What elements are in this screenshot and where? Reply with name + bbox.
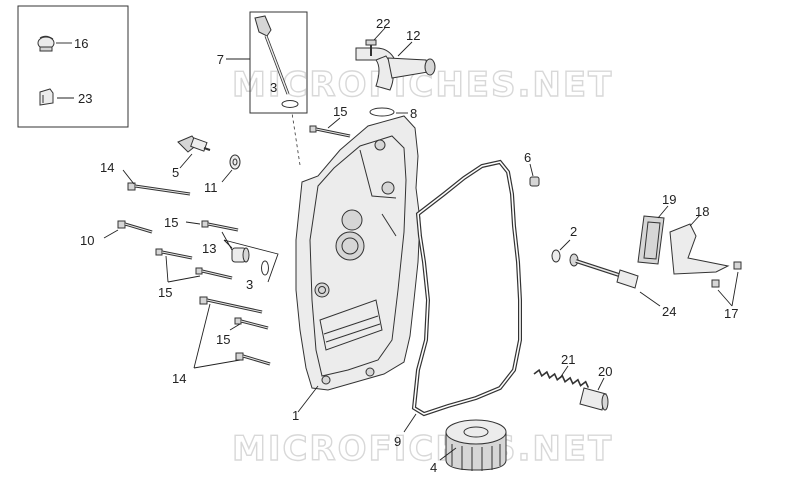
callout-3-top: 3	[270, 80, 277, 95]
callout-19: 19	[662, 192, 676, 207]
part-6-plug	[529, 176, 540, 187]
part-3-o-ring-side	[261, 260, 269, 276]
part-14-bolt-lower-b	[235, 352, 271, 366]
leader-12	[397, 41, 413, 57]
leader-14-lower	[193, 303, 241, 369]
part-10-bolt	[117, 220, 153, 234]
part-2-washer	[551, 249, 561, 263]
callout-8: 8	[410, 106, 417, 121]
leader-9	[403, 413, 417, 433]
leader-5	[179, 153, 193, 169]
leader-11	[221, 169, 233, 183]
dipstick-box	[249, 11, 308, 114]
callout-15-d: 15	[216, 332, 230, 347]
part-11-washer	[229, 154, 241, 170]
callout-12: 12	[406, 28, 420, 43]
callout-20: 20	[598, 364, 612, 379]
bolt-group	[117, 125, 351, 366]
part-13-plug	[231, 247, 250, 263]
part-9-gasket	[411, 159, 522, 417]
leader-13	[221, 231, 233, 251]
callout-23: 23	[78, 91, 92, 106]
part-15-bolt-c	[195, 267, 233, 280]
leader-4	[439, 447, 457, 461]
leader-6	[529, 163, 534, 177]
part-19-seal	[637, 215, 665, 265]
callout-2: 2	[570, 224, 577, 239]
leader-21	[559, 365, 569, 379]
part-18-cover	[669, 223, 730, 275]
callout-11: 11	[204, 180, 218, 195]
part-17-screws	[711, 261, 742, 288]
part-21-spring	[533, 368, 590, 388]
callout-3-side: 3	[246, 277, 253, 292]
leader-2	[559, 239, 571, 251]
leader-22	[373, 27, 386, 41]
part-15-bolt-top	[309, 125, 351, 138]
part-24-shaft	[569, 253, 639, 289]
dashed-guide-7	[291, 112, 301, 166]
part-16-clamp	[37, 35, 55, 52]
part-4-oil-filter	[445, 419, 507, 471]
callout-15-top: 15	[333, 104, 347, 119]
part-15-bolt-a	[201, 220, 239, 232]
callout-13: 13	[202, 241, 216, 256]
callout-17: 17	[724, 306, 738, 321]
part-3-o-ring-top	[281, 100, 299, 108]
part-7-dipstick	[254, 15, 290, 95]
callout-14-upper: 14	[100, 160, 114, 175]
part-1-clutch-cover	[295, 115, 421, 391]
callout-18: 18	[695, 204, 709, 219]
leader-17	[717, 271, 739, 307]
inset-box	[17, 5, 129, 128]
leader-15-top	[327, 117, 341, 129]
part-14-bolt-lower-a	[199, 296, 263, 314]
callout-10: 10	[80, 233, 94, 248]
watermark-bottom: MICROFICHES.NET	[232, 429, 613, 469]
bracket-13-3	[223, 239, 279, 283]
leader-15-d	[229, 323, 241, 331]
callout-16: 16	[74, 36, 88, 51]
callout-4: 4	[430, 460, 437, 475]
leader-19	[657, 205, 669, 219]
part-8-o-ring	[369, 107, 395, 117]
callout-15-bc: 15	[158, 285, 172, 300]
leader-15-a	[185, 221, 201, 225]
part-20-plug	[579, 387, 609, 411]
part-23-clip	[39, 88, 54, 106]
leader-18	[689, 214, 701, 227]
callout-5: 5	[172, 165, 179, 180]
part-22-screw	[365, 39, 377, 56]
part-5-oil-pressure-sensor	[177, 135, 211, 153]
callout-7: 7	[217, 52, 224, 67]
callout-24: 24	[662, 304, 676, 319]
callout-9: 9	[394, 434, 401, 449]
callout-22: 22	[376, 16, 390, 31]
leader-24	[639, 291, 661, 307]
callout-14-lower: 14	[172, 371, 186, 386]
part-15-bolt-b	[155, 248, 193, 260]
leader-10	[103, 229, 119, 239]
leader-15-bc	[165, 255, 201, 283]
leader-20	[597, 377, 605, 391]
callout-15-a: 15	[164, 215, 178, 230]
callout-21: 21	[561, 352, 575, 367]
leader-14-upper	[122, 169, 135, 185]
part-14-bolt-upper	[127, 182, 191, 196]
leader-1	[297, 385, 319, 413]
part-12-elbow-hose	[355, 47, 436, 91]
part-15-bolt-d	[234, 317, 269, 330]
callout-1: 1	[292, 408, 299, 423]
callout-6: 6	[524, 150, 531, 165]
